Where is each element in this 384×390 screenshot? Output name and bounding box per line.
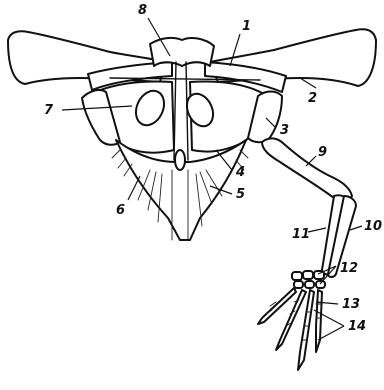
label-3: 3 (280, 123, 289, 138)
digits (258, 288, 322, 370)
midline-left (174, 62, 176, 160)
leader-11 (308, 228, 326, 232)
label-9: 9 (318, 145, 327, 160)
epicoracoid (150, 38, 214, 66)
leader-6 (128, 176, 140, 200)
sternal-opening (175, 150, 185, 170)
midline-right (186, 62, 188, 160)
label-4: 4 (235, 165, 245, 180)
label-10: 10 (364, 219, 382, 234)
label-6: 6 (116, 203, 125, 218)
label-14: 14 (348, 319, 366, 334)
label-12: 12 (340, 261, 358, 276)
label-8: 8 (138, 3, 147, 18)
label-1: 1 (242, 19, 251, 34)
label-13: 13 (342, 297, 360, 312)
label-7: 7 (44, 103, 54, 118)
leader-2 (300, 78, 316, 88)
humerus (262, 138, 352, 202)
leader-10 (350, 226, 362, 230)
label-11: 11 (292, 227, 310, 242)
label-5: 5 (236, 187, 245, 202)
label-2: 2 (308, 91, 317, 106)
